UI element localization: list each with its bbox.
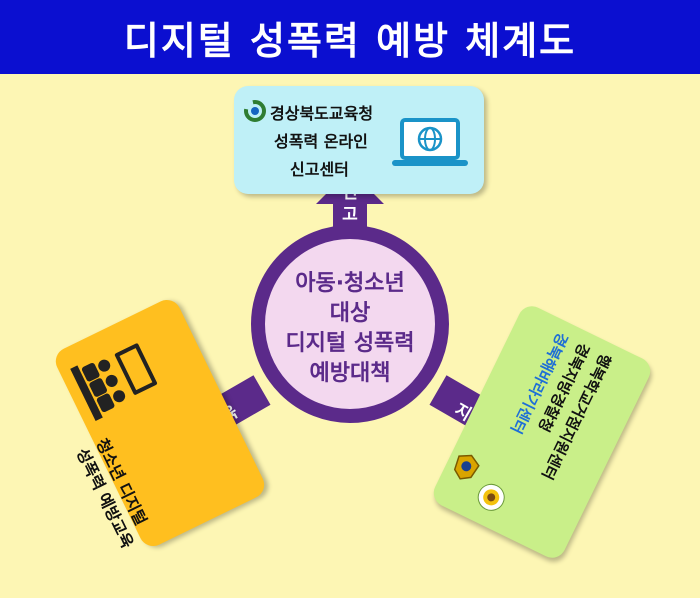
title-bar: 디지털 성폭력 예방 체계도 [0,0,700,74]
police-emblem-icon [453,454,480,480]
report-org-name: 경상북도교육청 [270,104,374,123]
report-line-3: 신고센터 [290,160,349,179]
people-classroom-icon [70,343,158,422]
education-card: 청소년 디지털 성폭력 예방교육 [51,295,269,551]
support-card: 행복학교거점지원센터 경북지방경찰청 경북해바라기센터 [429,301,655,563]
page-title: 디지털 성폭력 예방 체계도 [123,18,577,63]
center-line: 예방대책 [309,361,391,386]
center-line: 디지털 성폭력 [285,331,415,356]
center-line: 아동·청소년 [295,271,405,296]
sunflower-icon [477,483,505,511]
diagram-canvas: 신고 교육 지원 아동·청소년 대상 디지털 성폭력 예방대책 경상북도교육청 … [0,74,700,575]
support-text: 행복학교거점지원센터 경북지방경찰청 경북해바라기센터 [492,328,617,484]
center-circle [251,225,449,423]
center-line: 대상 [329,301,371,326]
diagram-graphics [179,170,521,447]
education-office-logo-icon [244,100,266,122]
report-center-card: 경상북도교육청 성폭력 온라인 신고센터 [234,86,484,194]
laptop-globe-icon [392,118,468,166]
center-title: 아동·청소년 대상 디지털 성폭력 예방대책 [270,269,430,389]
report-line-2: 성폭력 온라인 [274,132,368,151]
